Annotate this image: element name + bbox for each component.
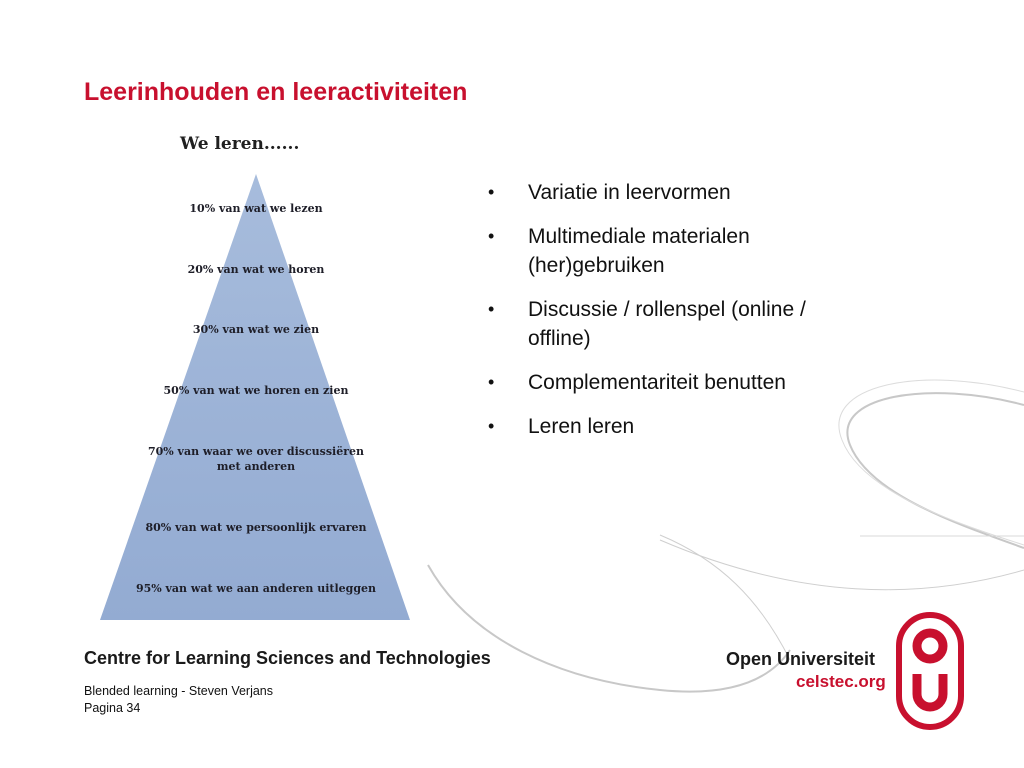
bullet-text: Discussie / rollenspel (online / offline… — [528, 298, 806, 350]
bullet-marker: • — [488, 226, 495, 246]
pyramid-level-line: 95% van wat we aan anderen uitleggen — [135, 582, 377, 595]
pyramid-level: 70% van waar we over discussiëren met an… — [96, 444, 416, 474]
bullet-marker: • — [488, 372, 495, 392]
centre-name: Centre for Learning Sciences and Technol… — [84, 648, 491, 668]
footer-page-number: Pagina 34 — [84, 701, 141, 715]
bullet-text: Leren leren — [528, 415, 635, 438]
bullet-marker: • — [488, 416, 495, 436]
bullet-item: • Complementariteit benutten — [484, 368, 874, 397]
bullet-list: • Variatie in leervormen • Multimediale … — [484, 178, 874, 456]
pyramid-level: 50% van wat we horen en zien — [96, 383, 416, 398]
bullet-item: • Multimediale materialen (her)gebruiken — [484, 222, 874, 280]
learning-pyramid: We leren...... 10% van wat we lezen 20% … — [96, 128, 416, 628]
pyramid-level-line: 30% van wat we zien — [192, 323, 320, 336]
pyramid-level-line: 50% van wat we horen en zien — [163, 384, 349, 397]
bullet-item: • Variatie in leervormen — [484, 178, 874, 207]
bullet-item: • Leren leren — [484, 412, 874, 441]
bullet-text: Variatie in leervormen — [528, 181, 731, 204]
pyramid-level: 20% van wat we horen — [96, 262, 416, 277]
footer-presentation: Blended learning - Steven Verjans — [84, 684, 274, 698]
pyramid-level: 80% van wat we persoonlijk ervaren — [96, 520, 416, 535]
pyramid-heading: We leren...... — [180, 134, 300, 154]
pyramid-level-line: 80% van wat we persoonlijk ervaren — [145, 521, 367, 534]
pyramid-level: 95% van wat we aan anderen uitleggen — [96, 581, 416, 596]
pyramid-level: 30% van wat we zien — [96, 322, 416, 337]
pyramid-level-line: 70% van waar we over discussiëren — [147, 445, 365, 458]
bullet-marker: • — [488, 299, 495, 319]
bullet-text: Multimediale materialen (her)gebruiken — [528, 225, 750, 277]
slide-title: Leerinhouden en leeractiviteiten — [84, 78, 468, 106]
pyramid-level: 10% van wat we lezen — [96, 201, 416, 216]
pyramid-level-line: met anderen — [216, 460, 296, 473]
pyramid-level-line: 10% van wat we lezen — [189, 202, 323, 215]
bullet-item: • Discussie / rollenspel (online / offli… — [484, 295, 874, 353]
bullet-marker: • — [488, 182, 495, 202]
open-universiteit-logo-icon — [896, 612, 964, 730]
pyramid-level-line: 20% van wat we horen — [187, 263, 325, 276]
bullet-text: Complementariteit benutten — [528, 371, 786, 394]
pyramid-shape — [100, 174, 410, 620]
website-link[interactable]: celstec.org — [796, 672, 886, 691]
university-name: Open Universiteit — [726, 649, 876, 669]
